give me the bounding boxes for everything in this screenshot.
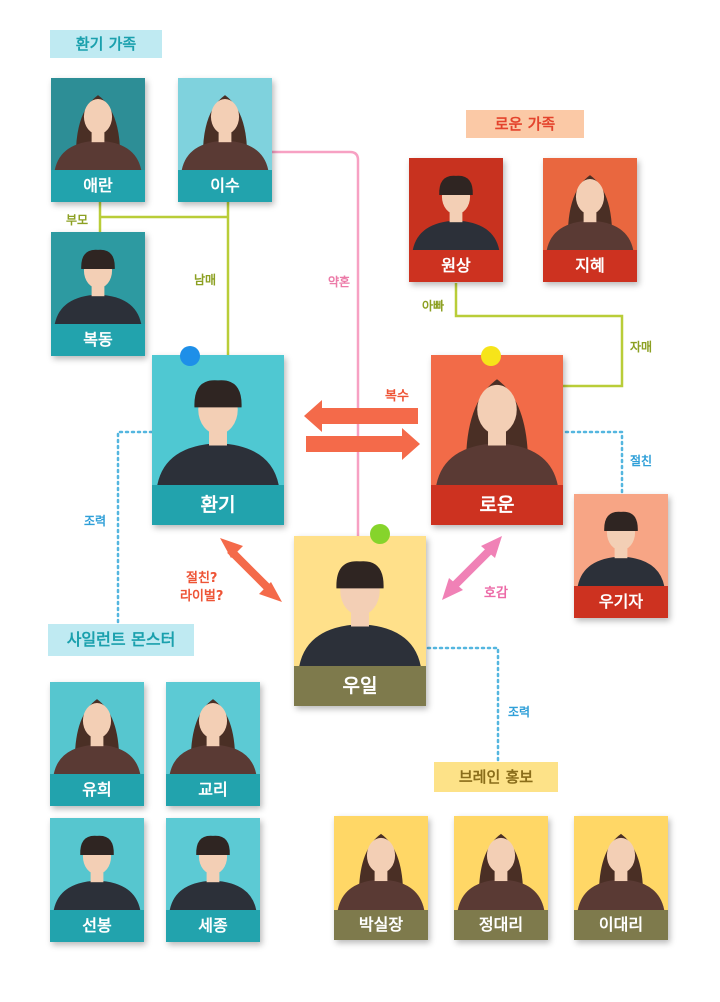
card-sejong: 세종 — [166, 818, 260, 942]
portrait-ugija — [574, 494, 668, 586]
name-wonsang: 원상 — [409, 250, 503, 282]
card-ugija: 우기자 — [574, 494, 668, 618]
portrait-roun — [431, 355, 563, 485]
pin-roun — [481, 346, 501, 366]
revenge-arrow-right — [306, 428, 420, 460]
card-uil: 우일 — [294, 536, 426, 706]
engaged-line — [272, 150, 360, 536]
card-hwangi: 환기 — [152, 355, 284, 525]
pin-uil — [370, 524, 390, 544]
relation-label-engaged: 약혼 — [328, 275, 351, 289]
group-tag-silent-monster: 사일런트 몬스터 — [48, 624, 194, 656]
relation-label-siblings: 남매 — [194, 273, 217, 287]
name-idaeri: 이대리 — [574, 910, 668, 940]
relation-label-best-friend: 절친 — [630, 454, 653, 468]
card-yuhui: 유희 — [50, 682, 144, 806]
dotted-lines — [116, 430, 624, 764]
card-gyori: 교리 — [166, 682, 260, 806]
parents-line — [98, 202, 228, 232]
relation-label-parents: 부모 — [66, 213, 89, 227]
portrait-gyori — [166, 682, 260, 774]
name-yuhui: 유희 — [50, 774, 144, 806]
name-jeongdaeri: 정대리 — [454, 910, 548, 940]
portrait-jihye — [543, 158, 637, 250]
card-seonbong: 선봉 — [50, 818, 144, 942]
portrait-bokdong — [51, 232, 145, 324]
portrait-idaeri — [574, 816, 668, 910]
card-bokdong: 복동 — [51, 232, 145, 356]
portrait-seonbong — [50, 818, 144, 910]
portrait-wonsang — [409, 158, 503, 250]
card-roun: 로운 — [431, 355, 563, 525]
portrait-hwangi — [152, 355, 284, 485]
portrait-jeongdaeri — [454, 816, 548, 910]
name-sejong: 세종 — [166, 910, 260, 942]
card-wonsang: 원상 — [409, 158, 503, 282]
card-idaeri: 이대리 — [574, 816, 668, 940]
card-jihye: 지혜 — [543, 158, 637, 282]
relation-label-dad: 아빠 — [422, 299, 445, 313]
liking-arrow — [442, 536, 502, 600]
portrait-baksiljang — [334, 816, 428, 910]
name-ugija: 우기자 — [574, 586, 668, 618]
pin-hwangi — [180, 346, 200, 366]
name-aeran: 애란 — [51, 170, 145, 202]
relation-label-rival: 라이벌? — [180, 589, 224, 604]
portrait-yuhui — [50, 682, 144, 774]
card-jeongdaeri: 정대리 — [454, 816, 548, 940]
name-gyori: 교리 — [166, 774, 260, 806]
name-hwangi: 환기 — [152, 485, 284, 525]
name-seonbong: 선봉 — [50, 910, 144, 942]
relation-label-liking: 호감 — [484, 586, 508, 601]
relation-label-help-right: 조력 — [508, 705, 531, 719]
dad-sisters-line — [454, 283, 624, 388]
relation-label-sisters: 자매 — [630, 340, 653, 354]
card-isu: 이수 — [178, 78, 272, 202]
group-tag-brain-hongbo: 브레인 홍보 — [434, 762, 558, 792]
revenge-arrow-left — [304, 400, 418, 432]
portrait-sejong — [166, 818, 260, 910]
relation-label-friend: 절친? — [186, 571, 218, 586]
name-baksiljang: 박실장 — [334, 910, 428, 940]
name-uil: 우일 — [294, 666, 426, 706]
relation-label-revenge: 복수 — [385, 389, 409, 404]
name-roun: 로운 — [431, 485, 563, 525]
group-tag-hwangi-family: 환기 가족 — [50, 30, 162, 58]
group-tag-roun-family: 로운 가족 — [466, 110, 584, 138]
relation-label-help-left: 조력 — [84, 514, 107, 528]
friend-rival-arrow — [220, 538, 282, 602]
name-isu: 이수 — [178, 170, 272, 202]
name-jihye: 지혜 — [543, 250, 637, 282]
portrait-aeran — [51, 78, 145, 170]
card-aeran: 애란 — [51, 78, 145, 202]
portrait-uil — [294, 536, 426, 666]
name-bokdong: 복동 — [51, 324, 145, 356]
portrait-isu — [178, 78, 272, 170]
card-baksiljang: 박실장 — [334, 816, 428, 940]
